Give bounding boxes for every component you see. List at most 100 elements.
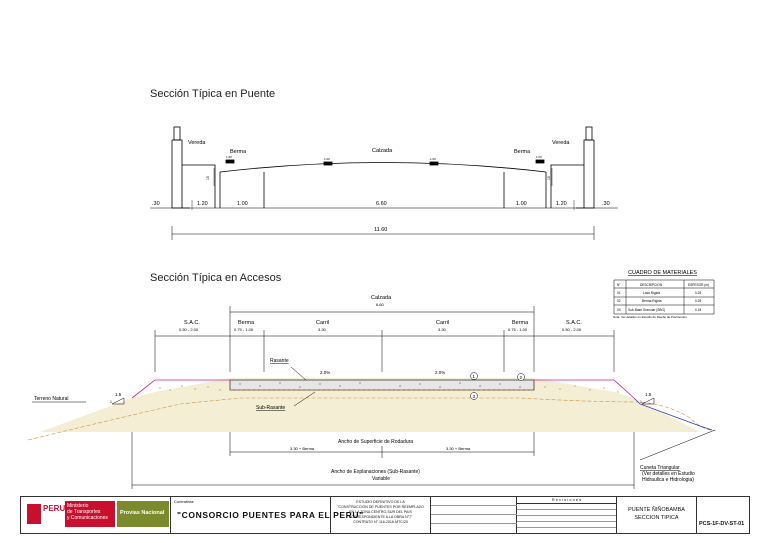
pavement-slab: [229, 379, 535, 391]
berma-right-w: 0.75 - 1.00: [508, 327, 528, 332]
natural-terrain: [27, 397, 717, 441]
sidewalk-left: [182, 164, 216, 208]
sig-row: [431, 506, 517, 515]
mat-r1-desc: Losa Rígida: [643, 291, 660, 295]
materials-table: [613, 279, 715, 315]
slope-label-3: 1.00: [430, 157, 436, 161]
bridge-berma-right: Berma: [514, 149, 531, 155]
dim-120-left: 1.20: [197, 201, 208, 207]
variable-label: Variable: [372, 476, 390, 482]
bridge-vereda-right: Vereda: [552, 140, 570, 146]
carril-left: Carril: [316, 320, 329, 326]
railing-left: [173, 126, 181, 141]
sig-row: [431, 515, 517, 524]
peru-flag: [27, 504, 41, 524]
code-box: PCS-1F-DV-ST-01: [697, 497, 749, 533]
slope-label-1: 1.00: [226, 155, 232, 159]
callout-1-circle: [470, 372, 478, 380]
bridge-berma-left: Berma: [230, 149, 247, 155]
bridge-calzada: Calzada: [372, 148, 393, 154]
berma-left-w: 0.75 - 1.00: [234, 327, 254, 332]
dim-total: 11.60: [374, 227, 387, 233]
talud-right-h: 1.5: [645, 392, 652, 397]
dim-100-left: 1.00: [237, 201, 248, 207]
project-name: PUENTE ÑIÑOBAMBA: [628, 507, 685, 513]
dim-100-right: 1.00: [516, 201, 527, 207]
study-line-5: CONTRATO N° 116-2016-MTC/20: [353, 520, 408, 524]
contractor-name: "CONSORCIO PUENTES PARA EL PERU": [177, 510, 364, 520]
talud-right-v: 1: [640, 400, 642, 404]
deck-crown: [219, 162, 547, 173]
revision-line: [517, 522, 616, 528]
callout-1: 1: [473, 374, 476, 379]
ministry-line-2: de Transportes: [67, 509, 101, 515]
sac-left-w: 0.50 - 2.00: [179, 327, 199, 332]
dim-120-right: 1.20: [556, 201, 567, 207]
dim-left-30: .30: [152, 201, 160, 207]
cuneta-note: (Ver detalles en Estudio: [642, 471, 695, 477]
berma-sum-left: 3.30 + Berma: [290, 446, 315, 451]
sidewalk-right: [550, 164, 584, 208]
materials-title: CUADRO DE MATERIALES: [628, 270, 697, 276]
mat-h-n: N°: [617, 283, 621, 287]
mat-r3-n: 03: [617, 308, 621, 312]
slope-left-pct: 2.0%: [320, 370, 330, 375]
mat-r2-esp: 0.25: [695, 299, 701, 303]
mat-note: Nota: Ver detalles en Estudio de Diseño …: [613, 315, 687, 319]
project-box: PUENTE ÑIÑOBAMBA SECCION TIPICA: [617, 497, 697, 533]
bridge-section: [150, 126, 618, 240]
carril-right: Carril: [436, 320, 449, 326]
sidewalk-left-edge: [172, 139, 183, 208]
slope-right: [534, 379, 635, 399]
mat-r3-desc: Sub-Base Granular (SBG): [628, 308, 665, 312]
mat-h-desc: DESCRIPCION: [640, 283, 663, 287]
study-line-2: "CONSTRUCCION DE PUENTES POR REEMPLAZO: [337, 505, 424, 509]
bridge-vereda-left: Vereda: [188, 140, 206, 146]
rasante-label: Rasante: [270, 358, 289, 364]
mat-h-esp: ESPESOR (m): [688, 283, 709, 287]
slope-label-2: 1.00: [324, 157, 330, 161]
berma-right: Berma: [512, 320, 529, 326]
ancho-explanaciones: Ancho de Explanaciones (Sub-Rasante): [331, 469, 420, 475]
curb-dim-left: 15: [206, 176, 210, 180]
curb-dim-right: 15: [547, 176, 551, 180]
study-line-1: ESTUDIO DEFINITIVO DE LA: [356, 500, 405, 504]
dim-right-30: .30: [602, 201, 610, 207]
sac-right: S.A.C.: [566, 320, 582, 326]
provias-logo: Provias Nacional: [117, 501, 169, 527]
signatures-box: [431, 497, 517, 533]
sac-right-w: 0.50 - 2.00: [562, 327, 582, 332]
terreno-natural: Terreno Natural: [34, 396, 68, 402]
ministry-line-3: y Comunicaciones: [67, 515, 108, 521]
drawing-code: PCS-1F-DV-ST-01: [699, 521, 745, 527]
revision-line: [517, 516, 616, 522]
sac-left: S.A.C.: [184, 320, 200, 326]
slope-left: [131, 379, 230, 399]
mat-r2-desc: Berma Rígida: [642, 299, 662, 303]
contratista-label: Contratista:: [174, 499, 195, 504]
talud-left-h: 1.5: [115, 392, 122, 397]
carril-right-w: 3.30: [438, 327, 447, 332]
callout-3-circle: [470, 392, 478, 400]
mat-r1-esp: 0.25: [695, 291, 701, 295]
access-calzada-w: 6.60: [376, 302, 385, 307]
ancho-rodadura: Ancho de Superficie de Rodadura: [338, 439, 413, 445]
contractor-box: Contratista: "CONSORCIO PUENTES PARA EL …: [171, 497, 363, 533]
peru-text: PERU: [43, 504, 66, 513]
mat-r1-n: 01: [617, 291, 621, 295]
talud-right-marker: [641, 397, 655, 405]
study-line-3: EN LA ZONA CENTRO-SUR DEL PAIS: [349, 510, 412, 514]
access-calzada: Calzada: [371, 295, 392, 301]
cuneta-note-2: Hidraulica e Hidrologia): [642, 477, 694, 483]
pavement-texture: [239, 382, 521, 388]
slope-right-pct: 2.0%: [435, 370, 445, 375]
sig-row: [431, 524, 517, 533]
ministry-logo: Ministerio de Transportes y Comunicacion…: [65, 501, 115, 527]
mat-r3-esp: 0.15: [695, 308, 701, 312]
carril-left-w: 3.30: [318, 327, 327, 332]
cuneta-line: [633, 397, 713, 431]
revisions-box: R e v i s i o n e s: [517, 497, 617, 533]
railing-right: [585, 126, 593, 141]
callout-3: 3: [473, 394, 476, 399]
